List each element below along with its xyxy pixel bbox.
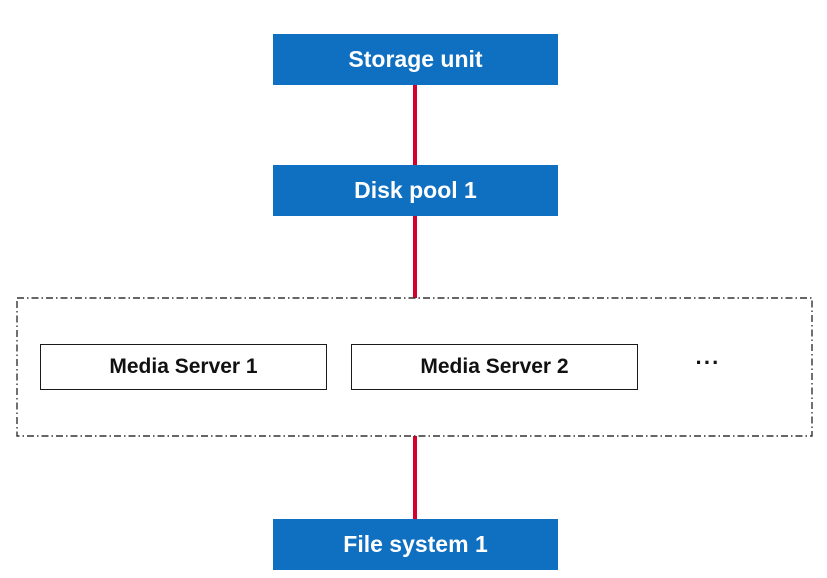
storage-unit-label: Storage unit xyxy=(348,46,483,72)
disk-pool-label: Disk pool 1 xyxy=(354,177,477,203)
connector-storage-to-disk xyxy=(413,85,417,165)
media-server-2-node: Media Server 2 xyxy=(351,344,638,390)
connector-disk-to-servers xyxy=(413,216,417,298)
media-server-2-label: Media Server 2 xyxy=(420,355,569,378)
disk-pool-node: Disk pool 1 xyxy=(273,165,558,216)
connector-servers-to-filesystem xyxy=(413,436,417,519)
media-server-1-node: Media Server 1 xyxy=(40,344,327,390)
more-servers-ellipsis: ··· xyxy=(695,350,721,375)
file-system-node: File system 1 xyxy=(273,519,558,570)
file-system-label: File system 1 xyxy=(343,531,488,557)
media-server-1-label: Media Server 1 xyxy=(109,355,258,378)
storage-unit-node: Storage unit xyxy=(273,34,558,85)
